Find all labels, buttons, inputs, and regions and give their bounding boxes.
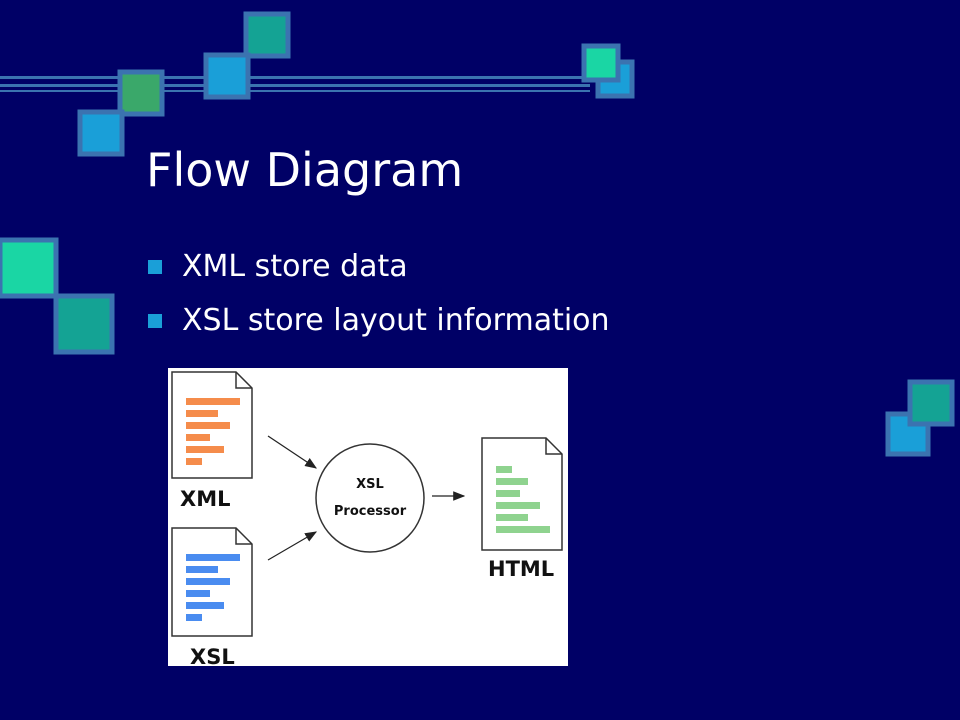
arrow-xml-to-processor xyxy=(267,435,317,469)
top-decorative-lines xyxy=(0,76,590,92)
bullet-item: XML store data xyxy=(148,240,610,294)
arrow-xsl-to-processor xyxy=(267,531,318,561)
bullet-item: XSL store layout information xyxy=(148,294,610,348)
processor-label-line2: Processor xyxy=(334,504,407,519)
deco-square xyxy=(117,69,165,117)
deco-square xyxy=(53,293,115,355)
deco-square xyxy=(243,11,291,59)
xml-document-icon xyxy=(171,371,253,479)
xsl-processor-circle xyxy=(315,443,425,553)
html-document-icon xyxy=(481,437,563,551)
html-label: HTML xyxy=(488,557,554,581)
slide-title: Flow Diagram xyxy=(146,143,464,197)
bullet-list: XML store data XSL store layout informat… xyxy=(148,240,610,348)
xml-label: XML xyxy=(180,487,230,511)
deco-square xyxy=(203,52,251,100)
square-bullet-icon xyxy=(148,260,162,274)
xsl-label: XSL xyxy=(190,645,235,666)
deco-square xyxy=(581,43,621,83)
xsl-document-icon xyxy=(171,527,253,637)
deco-square xyxy=(77,109,125,157)
deco-square xyxy=(907,379,955,427)
processor-label-line1: XSL xyxy=(356,477,384,492)
bullet-text: XML store data xyxy=(182,249,408,284)
deco-square xyxy=(0,237,59,299)
flow-diagram-figure: XML XSL XSL Processor xyxy=(168,368,568,666)
square-bullet-icon xyxy=(148,314,162,328)
bullet-text: XSL store layout information xyxy=(182,303,610,338)
